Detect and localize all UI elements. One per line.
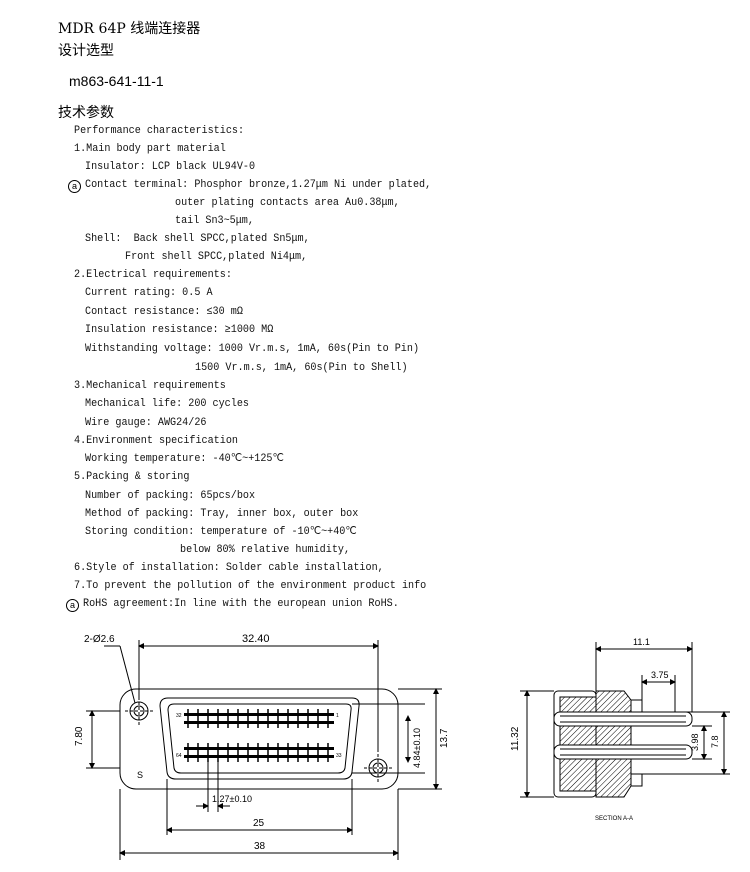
section-heading-technical-parameters: 技术参数 bbox=[58, 105, 114, 121]
spec-line: Withstanding voltage: 1000 Vr.m.s, 1mA, … bbox=[85, 343, 420, 355]
spec-line: below 80% relative humidity, bbox=[180, 544, 351, 556]
spec-line: 1500 Vr.m.s, 1mA, 60s(Pin to Shell) bbox=[195, 362, 408, 374]
spec-line: RoHS agreement:In line with the european… bbox=[83, 598, 399, 610]
d-shell-outer bbox=[159, 697, 360, 780]
spec-line: 4.Environment specification bbox=[74, 435, 238, 447]
d-shell-inner bbox=[167, 703, 352, 774]
section-view-labels: 11.1 3.75 11.32 3.98 7.8 SECTION A-A bbox=[510, 637, 720, 822]
marker-a-icon: a bbox=[66, 599, 79, 612]
spec-line: Performance characteristics: bbox=[74, 125, 245, 137]
spec-line: Contact terminal: Phosphor bronze,1.27μm… bbox=[85, 179, 432, 191]
hole-label: 2-Ø2.6 bbox=[84, 634, 115, 645]
side-dim-7-8: 7.8 bbox=[710, 735, 720, 748]
spec-line: tail Sn3~5μm, bbox=[175, 215, 254, 227]
spec-line: 5.Packing & storing bbox=[74, 471, 190, 483]
spec-line: 3.Mechanical requirements bbox=[74, 380, 226, 392]
corner-label-s: S bbox=[137, 770, 143, 780]
marker-a-icon: a bbox=[68, 180, 81, 193]
pin-label-33: 33 bbox=[336, 753, 342, 759]
spec-line: Method of packing: Tray, inner box, oute… bbox=[85, 508, 359, 520]
dim-25: 25 bbox=[253, 818, 265, 829]
spec-line: Shell: Back shell SPCC,plated Sn5μm, bbox=[85, 233, 310, 245]
spec-line: Insulator: LCP black UL94V-0 bbox=[85, 161, 256, 173]
dim-38: 38 bbox=[254, 841, 266, 852]
spec-line: Front shell SPCC,plated Ni4μm, bbox=[125, 251, 308, 263]
flange-outline bbox=[119, 688, 399, 790]
spec-line: Mechanical life: 200 cycles bbox=[85, 398, 249, 410]
spec-line: Wire gauge: AWG24/26 bbox=[85, 417, 207, 429]
pin-label-64: 64 bbox=[176, 753, 182, 759]
spec-line: 6.Style of installation: Solder cable in… bbox=[74, 562, 384, 574]
side-dim-3-75: 3.75 bbox=[651, 670, 669, 680]
dim-1-27: 1.27±0.10 bbox=[212, 794, 252, 804]
spec-line: 1.Main body part material bbox=[74, 143, 226, 155]
pin-row-top bbox=[184, 713, 334, 724]
spec-line: Contact resistance: ≤30 mΩ bbox=[85, 306, 243, 318]
front-view-labels: 2-Ø2.6 32.40 7.80 4.84±0.10 13.7 1.27±0.… bbox=[74, 633, 450, 852]
spec-line: 7.To prevent the pollution of the enviro… bbox=[74, 580, 427, 592]
product-title: MDR 64P 线端连接器 bbox=[58, 21, 201, 37]
spec-line: Storing condition: temperature of -10℃~+… bbox=[85, 526, 357, 538]
section-heading-design-selection: 设计选型 bbox=[58, 43, 114, 59]
section-view bbox=[520, 642, 730, 798]
pin-label-32: 32 bbox=[176, 713, 182, 719]
dim-7-80: 7.80 bbox=[74, 726, 85, 746]
dim-4-84: 4.84±0.10 bbox=[412, 728, 422, 768]
side-dim-11-32: 11.32 bbox=[510, 726, 521, 751]
spec-line: Current rating: 0.5 A bbox=[85, 287, 213, 299]
pin-row-bottom bbox=[184, 747, 334, 758]
spec-line: Number of packing: 65pcs/box bbox=[85, 490, 256, 502]
dim-32-40: 32.40 bbox=[242, 633, 270, 645]
spec-line: Working temperature: -40℃~+125℃ bbox=[85, 453, 284, 465]
dim-13-7: 13.7 bbox=[439, 728, 450, 748]
side-dim-11-1: 11.1 bbox=[633, 637, 650, 647]
side-dim-3-98: 3.98 bbox=[690, 733, 700, 751]
mounting-hole bbox=[133, 705, 145, 717]
section-caption: SECTION A-A bbox=[595, 816, 633, 822]
spec-line: Insulation resistance: ≥1000 MΩ bbox=[85, 324, 274, 336]
part-number: m863-641-11-1 bbox=[69, 73, 164, 89]
front-view bbox=[86, 640, 442, 860]
spec-line: 2.Electrical requirements: bbox=[74, 269, 232, 281]
spec-line: outer plating contacts area Au0.38μm, bbox=[175, 197, 400, 209]
pin-label-1: 1 bbox=[336, 713, 339, 719]
